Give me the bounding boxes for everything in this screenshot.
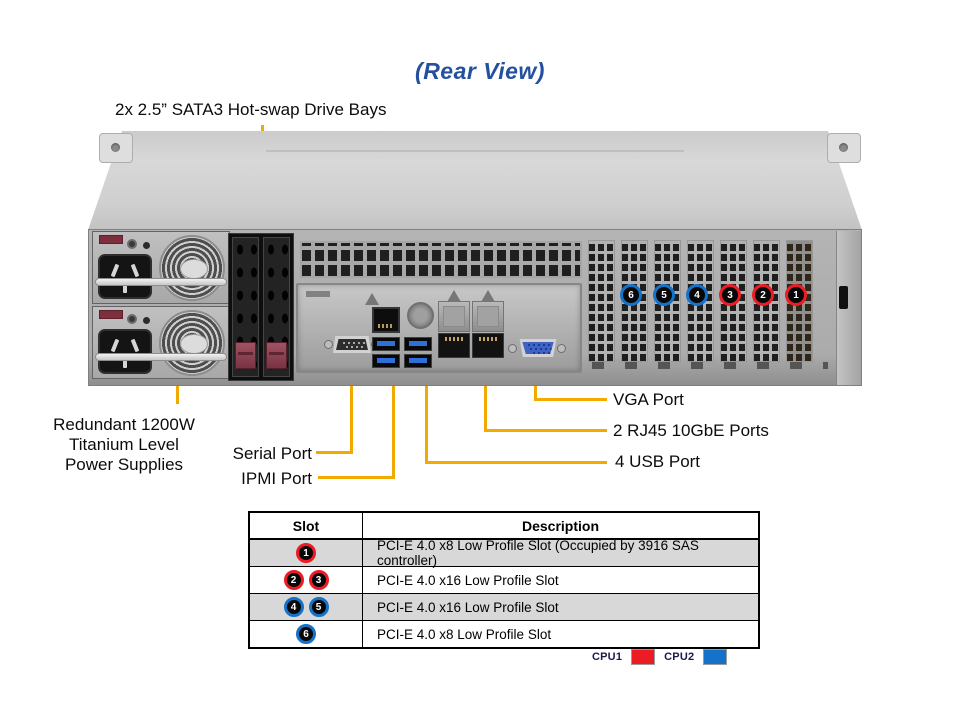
vga-port [508, 338, 566, 361]
slot-badge-2: 2 [283, 570, 304, 590]
pci-slot-area [588, 236, 819, 374]
power-supply-stack [92, 231, 230, 381]
table-header-row: Slot Description [250, 513, 758, 539]
callout-line-ipmi [318, 476, 395, 479]
bay-latch [235, 342, 256, 369]
warning-triangle-icon [365, 293, 379, 305]
psu-handle [95, 278, 227, 286]
cpu-legend: CPU1 CPU2 [592, 649, 728, 665]
psu-fan [159, 310, 225, 376]
table-row: 4 5 PCI-E 4.0 x16 Low Profile Slot [250, 593, 758, 620]
callout-line-rj45 [484, 429, 607, 432]
psu-led [127, 314, 137, 324]
warning-triangle-icon [481, 290, 495, 302]
rj45-port [472, 333, 504, 358]
rj45-ports-label: 2 RJ45 10GbE Ports [613, 421, 769, 440]
slot-description: PCI-E 4.0 x8 Low Profile Slot (Occupied … [377, 538, 699, 568]
power-supply-module [92, 231, 230, 304]
uid-button [407, 302, 434, 329]
psu-handle [95, 353, 227, 361]
slot-description-table: Slot Description 1 PCI-E 4.0 x8 Low Prof… [248, 511, 760, 649]
slot-description: PCI-E 4.0 x16 Low Profile Slot [377, 599, 559, 615]
slot-badge-3: 3 [719, 284, 741, 306]
usb-port [372, 337, 400, 351]
serial-port-label: Serial Port [232, 444, 312, 463]
psu-latch [99, 235, 123, 244]
cpu1-color-swatch [631, 649, 656, 665]
psu-led [127, 239, 137, 249]
port-shield [438, 301, 470, 332]
page-title: (Rear View) [415, 58, 545, 84]
slot-description: PCI-E 4.0 x8 Low Profile Slot [377, 626, 552, 642]
io-panel-print [306, 291, 330, 297]
callout-line-rj45 [484, 366, 487, 432]
vent-grid [300, 241, 582, 278]
io-panel [296, 283, 582, 373]
callout-line-serial [350, 362, 353, 454]
bracket-rail [592, 362, 828, 369]
callout-line-usb [425, 366, 428, 464]
slot-badge-4: 4 [283, 597, 304, 617]
description-column-header: Description [521, 517, 599, 534]
cpu2-legend-label: CPU2 [664, 651, 695, 663]
slot-badge-6: 6 [620, 284, 642, 306]
chassis-top-panel [88, 131, 862, 230]
rack-ear-right [827, 133, 861, 163]
callout-line-ipmi [392, 333, 395, 479]
usb-port [404, 337, 432, 351]
slot-badge-3: 3 [308, 570, 329, 590]
rj45-port [438, 333, 470, 358]
rack-ear-left [99, 133, 133, 163]
drive-bays [228, 233, 294, 381]
pci-bracket [588, 240, 615, 362]
bay-latch [266, 342, 287, 369]
psu-led [143, 242, 150, 249]
usb-port [372, 354, 400, 368]
psu-latch [99, 310, 123, 319]
slot-column-header: Slot [250, 513, 363, 538]
slot-badge-6: 6 [296, 624, 316, 644]
warning-triangle-icon [447, 290, 461, 302]
cpu2-color-swatch [703, 649, 728, 665]
table-row: 1 PCI-E 4.0 x8 Low Profile Slot (Occupie… [250, 538, 758, 568]
cpu1-legend-label: CPU1 [592, 651, 623, 663]
callout-line-vga [534, 398, 607, 401]
table-row: 6 PCI-E 4.0 x8 Low Profile Slot [250, 620, 758, 647]
usb-port [404, 354, 432, 368]
table-row: 2 3 PCI-E 4.0 x16 Low Profile Slot [250, 566, 758, 593]
callout-line-serial [316, 451, 353, 454]
power-supply-module [92, 306, 230, 379]
slot-badge-1: 1 [296, 543, 316, 563]
slot-badge-5: 5 [653, 284, 675, 306]
drive-bay [232, 237, 259, 377]
port-shield [472, 301, 504, 332]
psu-led [143, 317, 150, 324]
drive-bay [263, 237, 290, 377]
vga-port-label: VGA Port [613, 390, 684, 409]
callout-line-usb [425, 461, 607, 464]
slot-badge-2: 2 [752, 284, 774, 306]
drive-bays-label: 2x 2.5” SATA3 Hot-swap Drive Bays [115, 100, 387, 119]
psu-label: Redundant 1200W Titanium Level Power Sup… [53, 415, 195, 474]
slot-description: PCI-E 4.0 x16 Low Profile Slot [377, 572, 559, 588]
chassis-latch [839, 286, 848, 309]
slot-badge-1: 1 [785, 284, 807, 306]
ipmi-port [372, 307, 400, 333]
psu-fan [159, 235, 225, 301]
ac-inlet-port [98, 329, 152, 374]
ac-inlet-port [98, 254, 152, 299]
ipmi-port-label: IPMI Port [241, 469, 312, 488]
slot-badge-5: 5 [308, 597, 329, 617]
usb-port-label: 4 USB Port [615, 452, 701, 471]
slot-badge-4: 4 [686, 284, 708, 306]
